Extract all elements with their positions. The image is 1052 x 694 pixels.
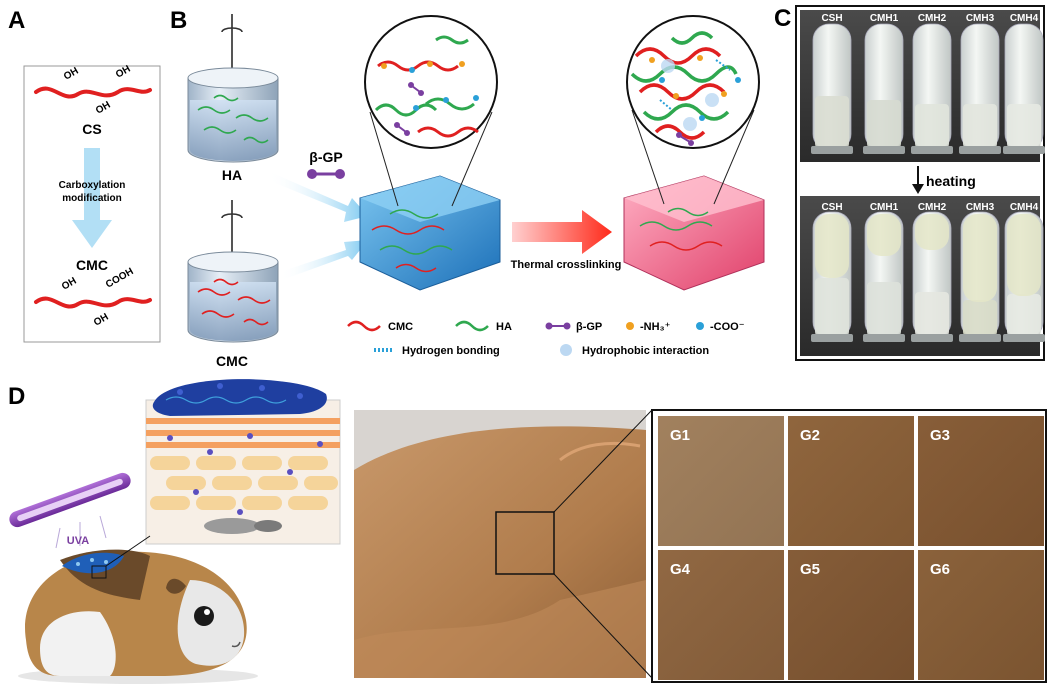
tube-label: CMH4 — [1010, 202, 1039, 213]
legend-hydrophobic: Hydrophobic interaction — [582, 345, 709, 357]
zoom-after — [626, 15, 760, 205]
panel-b-legend: CMC HA β-GP -NH₃⁺ -COO⁻ Hydrogen bonding… — [347, 320, 745, 357]
panel-c-label: C — [774, 5, 791, 32]
panel-a-label: A — [8, 7, 25, 34]
group-label: G2 — [800, 427, 820, 444]
tube-label: CMH4 — [1010, 13, 1039, 24]
tube-cmh1: CMH1 — [863, 202, 905, 342]
tube-label: CMH3 — [966, 13, 995, 24]
tubes-after: CSH CMH1 CMH2 CMH3 CMH4 — [811, 202, 1045, 342]
panel-d: D UVA — [8, 379, 1047, 684]
legend-nh3: -NH₃⁺ — [640, 321, 671, 333]
ha-beaker — [187, 14, 279, 163]
group-label: G1 — [670, 427, 690, 444]
gel-after — [623, 175, 765, 291]
panel-a: A OH OH OH CS Carboxylation modification… — [8, 7, 161, 343]
tube-cmh2: CMH2 — [911, 13, 953, 154]
group-label: G3 — [930, 427, 950, 444]
ha-label: HA — [222, 167, 242, 183]
arrow-ha-to-gel — [268, 172, 368, 222]
tube-cmh4: CMH4 — [1003, 202, 1045, 342]
cs-label: CS — [82, 121, 101, 137]
tube-cmh1: CMH1 — [863, 13, 905, 154]
cmc-beaker — [187, 200, 279, 343]
tubes-before: CSH CMH1 CMH2 CMH3 CMH4 — [811, 13, 1045, 154]
gel-before — [359, 175, 501, 291]
legend-ha: HA — [496, 321, 512, 333]
tube-csh: CSH — [811, 202, 853, 342]
tube-label: CMH3 — [966, 202, 995, 213]
legend-hbond: Hydrogen bonding — [402, 345, 500, 357]
zoom-before — [364, 15, 498, 207]
tube-cmh2: CMH2 — [911, 202, 953, 342]
uva-lamp: UVA — [9, 472, 131, 549]
panel-b: B HA CMC β — [170, 7, 765, 369]
panel-b-label: B — [170, 7, 187, 34]
uva-label: UVA — [67, 535, 89, 547]
tube-label: CMH1 — [870, 13, 899, 24]
cmc-chain-a — [34, 296, 152, 309]
modification-text-2: modification — [62, 193, 121, 204]
group-cell-g6: G6 — [918, 550, 1044, 680]
group-label: G6 — [930, 561, 950, 578]
tube-label: CSH — [821, 202, 842, 213]
group-cell-g5: G5 — [788, 550, 914, 680]
group-cell-g4: G4 — [658, 550, 784, 680]
cmc-label-b: CMC — [216, 353, 248, 369]
cs-chain — [34, 86, 152, 99]
tube-cmh3: CMH3 — [959, 13, 1001, 154]
photo-zoom-box — [495, 511, 555, 575]
tube-label: CMH1 — [870, 202, 899, 213]
legend-coo: -COO⁻ — [710, 321, 745, 333]
group-cell-g2: G2 — [788, 416, 914, 546]
tube-cmh3: CMH3 — [959, 202, 1001, 342]
tube-csh: CSH — [811, 13, 853, 154]
guinea-pig — [18, 535, 258, 684]
modification-text-1: Carboxylation — [59, 180, 126, 191]
skin-zoom-box — [91, 565, 107, 579]
group-cell-g1: G1 — [658, 416, 784, 546]
group-cell-g3: G3 — [918, 416, 1044, 546]
skin-photo — [354, 409, 653, 679]
group-label: G4 — [670, 561, 691, 578]
tube-label: CSH — [821, 13, 842, 24]
legend-bgp: β-GP — [576, 321, 602, 333]
modification-arrow — [72, 148, 112, 248]
legend-cmc: CMC — [388, 321, 413, 333]
bgp-label: β-GP — [309, 149, 342, 165]
thermal-arrow — [512, 210, 612, 254]
tube-cmh4: CMH4 — [1003, 13, 1045, 154]
cmc-label-a: CMC — [76, 257, 108, 273]
group-label: G5 — [800, 561, 820, 578]
heating-label: heating — [926, 173, 976, 189]
arrow-cmc-to-gel — [280, 240, 368, 280]
panel-d-label: D — [8, 383, 25, 410]
bgp-icon — [307, 169, 345, 179]
tube-label: CMH2 — [918, 13, 947, 24]
tube-label: CMH2 — [918, 202, 947, 213]
skin-section — [145, 379, 341, 545]
thermal-label: Thermal crosslinking — [511, 259, 622, 271]
